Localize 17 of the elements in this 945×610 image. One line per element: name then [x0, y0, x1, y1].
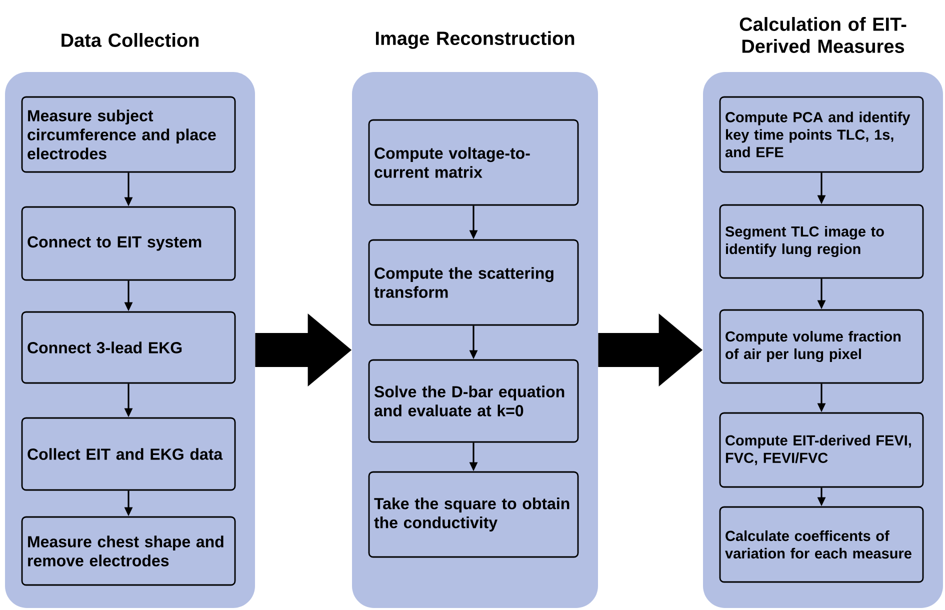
process-box: Take the square to obtain the conductivity: [368, 471, 579, 558]
panel-heading: Calculation of EIT-Derived Measures: [740, 17, 906, 53]
process-box: Compute PCA and identify key time points TLC, 1s, and EFE: [719, 96, 924, 173]
process-box: Compute voltage-to-current matrix: [368, 119, 579, 206]
process-box: Measure chest shape and remove electrodes: [21, 516, 236, 586]
process-box: Connect to EIT system: [21, 206, 236, 281]
process-box: Compute the scattering transform: [368, 239, 579, 326]
panel-heading: Image Reconstruction: [376, 31, 574, 49]
process-box: Measure subject circumference and place electrodes: [21, 96, 236, 173]
process-box: Compute volume fraction of air per lung pixel: [719, 309, 924, 384]
process-box: Connect 3-lead EKG: [21, 311, 236, 384]
process-box: Solve the D-bar equation and evaluate at k=0: [368, 359, 579, 443]
process-box: Collect EIT and EKG data: [21, 417, 236, 491]
process-box: Compute EIT-derived FEVI, FVC, FEVI/FVC: [719, 412, 924, 488]
panel-heading: Data Collection: [62, 33, 198, 47]
process-box: Segment TLC image to identify lung region: [719, 204, 924, 279]
process-box: Calculate coefficents of variation for each measure: [719, 506, 924, 583]
